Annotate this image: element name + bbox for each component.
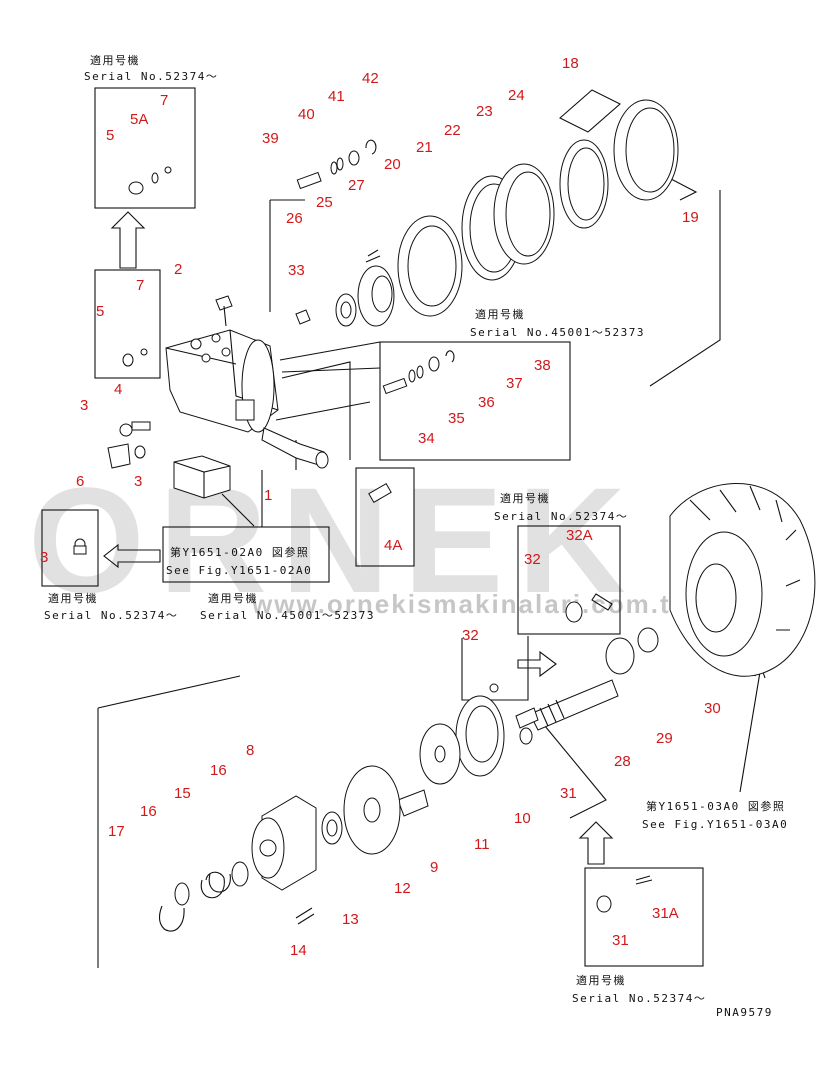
part-number-label: 22 (444, 122, 461, 139)
part-number-label: 1 (264, 487, 272, 504)
part-number-label: 6 (76, 473, 84, 490)
part-number-label: 25 (316, 194, 333, 211)
part-number-label: 19 (682, 209, 699, 226)
detail-box-top-left: 適用号機 Serial No.52374～ (84, 53, 218, 379)
part-number-label: 31A (652, 905, 679, 922)
part-number-label: 32A (566, 527, 593, 544)
part-number-label: 13 (342, 911, 359, 928)
detail-box-45001: 適用号機 Serial No.45001～52373 (379, 307, 645, 461)
part-number-label: 18 (562, 55, 579, 72)
part-number-label: 34 (418, 430, 435, 447)
serial-caption: Serial No.45001～52373 (200, 609, 375, 622)
part-number-label: 12 (394, 880, 411, 897)
part-number-label: 29 (656, 730, 673, 747)
apply-caption: 適用号機 (576, 973, 626, 987)
watermark-brand: ORNEK (28, 456, 640, 624)
apply-caption: 適用号機 (475, 307, 525, 321)
detail-box-32a: 適用号機 Serial No.52374～ (461, 491, 628, 701)
part-number-label: 14 (290, 942, 307, 959)
see-fig-en: See Fig.Y1651-03A0 (642, 818, 788, 831)
part-number-label: 32 (524, 551, 541, 568)
see-fig-en: See Fig.Y1651-02A0 (166, 564, 312, 577)
part-number-label: 16 (140, 803, 157, 820)
cylinder-block (251, 795, 317, 891)
part-number-label: 11 (474, 836, 490, 853)
detail-box-31a: 適用号機 Serial No.52374～ (572, 821, 706, 1005)
part-number-label: 20 (384, 156, 401, 173)
part-number-label: 15 (174, 785, 191, 802)
part-number-label: 16 (210, 762, 227, 779)
part-number-label: 31 (612, 932, 629, 949)
part-number-label: 26 (286, 210, 303, 227)
see-fig-jp: 第Y1651-02A0 図参照 (170, 545, 309, 559)
part-number-label: 32 (462, 627, 479, 644)
part-number-label: 27 (348, 177, 365, 194)
part-number-label: 36 (478, 394, 495, 411)
part-number-label: 33 (288, 262, 305, 279)
serial-caption: Serial No.45001～52373 (470, 326, 645, 339)
part-number-label: 7 (160, 92, 168, 109)
part-number-label: 4 (114, 381, 122, 398)
apply-caption: 適用号機 (48, 591, 98, 605)
detail-box-4a (355, 467, 415, 567)
part-5-plug (128, 181, 144, 195)
part-number-label: 3 (80, 397, 88, 414)
serial-caption: Serial No.52374～ (572, 992, 706, 1005)
part-number-label: 42 (362, 70, 379, 87)
serial-caption: Serial No.52374～ (494, 510, 628, 523)
part-number-label: 28 (614, 753, 631, 770)
motor-housing (165, 295, 381, 469)
apply-caption: 適用号機 (208, 591, 258, 605)
detail-box-left-3: 適用号機 Serial No.52374～ 第Y1651-02A0 図参照 Se… (41, 509, 375, 622)
part-number-label: 4A (384, 537, 402, 554)
part-number-label: 7 (136, 277, 144, 294)
part-number-label: 3 (40, 549, 48, 566)
part-number-label: 39 (262, 130, 279, 147)
part-number-label: 35 (448, 410, 465, 427)
part-number-label: 37 (506, 375, 523, 392)
part-number-label: 17 (108, 823, 125, 840)
part-number-label: 3 (134, 473, 142, 490)
part-number-label: 2 (174, 261, 182, 278)
part-number-label: 21 (416, 139, 433, 156)
drawing-number: PNA9579 (716, 1006, 773, 1019)
part-number-label: 40 (298, 106, 315, 123)
part-number-label: 23 (476, 103, 493, 120)
part-number-label: 30 (704, 700, 721, 717)
serial-caption: Serial No.52374～ (84, 70, 218, 83)
part-number-label: 5 (106, 127, 114, 144)
watermark-url: www.ornekismakinalari.com.tr (251, 589, 683, 619)
part-number-label: 10 (514, 810, 531, 827)
part-number-label: 5A (130, 111, 148, 128)
part-number-label: 8 (246, 742, 254, 759)
part-number-label: 5 (96, 303, 104, 320)
wheel-assembly (669, 483, 816, 677)
part-number-label: 31 (560, 785, 577, 802)
see-fig-jp: 第Y1651-03A0 図参照 (646, 799, 785, 813)
part-number-labels: 1233344A555A6778910111213141516161718192… (40, 55, 721, 959)
part-number-label: 38 (534, 357, 551, 374)
part-number-label: 24 (508, 87, 525, 104)
serial-caption: Serial No.52374～ (44, 609, 178, 622)
parts (73, 99, 816, 932)
part-number-label: 9 (430, 859, 438, 876)
watermark: ORNEK www.ornekismakinalari.com.tr (28, 456, 683, 624)
fig-reference-right: 第Y1651-03A0 図参照 See Fig.Y1651-03A0 PNA95… (642, 664, 788, 1019)
part-number-label: 41 (328, 88, 345, 105)
apply-caption: 適用号機 (90, 53, 140, 67)
apply-caption: 適用号機 (500, 491, 550, 505)
leader-lines (97, 89, 721, 968)
